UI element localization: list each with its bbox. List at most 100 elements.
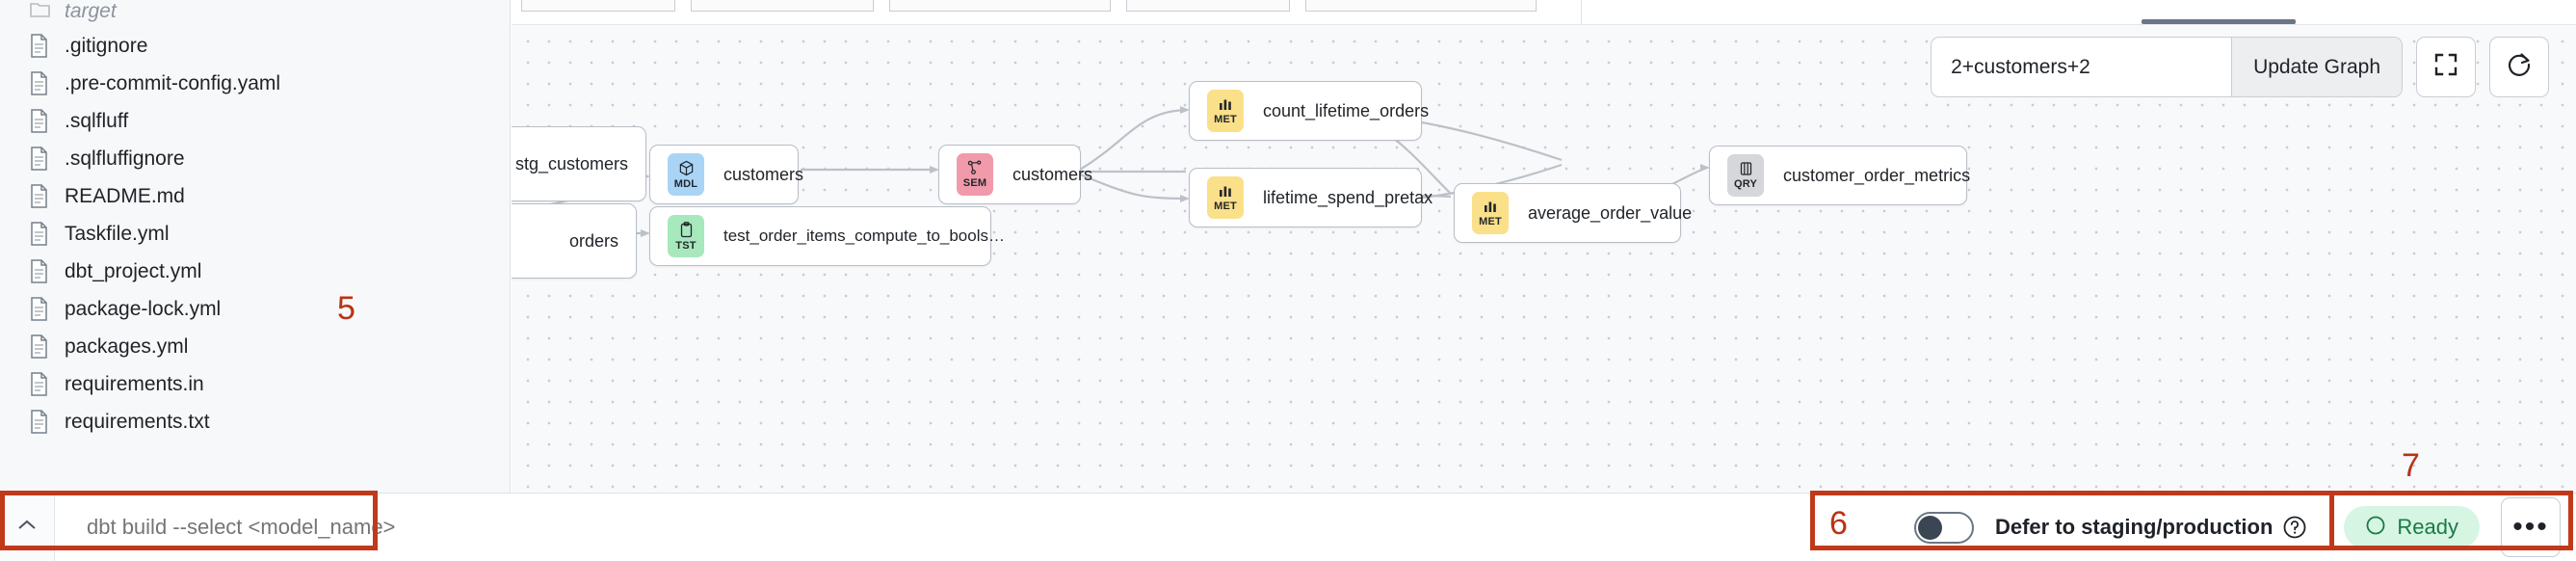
folder-icon <box>29 0 51 25</box>
graph-toolbar[interactable]: Update Graph <box>1931 37 2549 97</box>
node-label: orders <box>568 230 618 251</box>
file-row[interactable]: .gitignore <box>0 27 510 65</box>
badge-code: TST <box>675 239 697 252</box>
fullscreen-button[interactable] <box>2416 37 2476 97</box>
file-row[interactable]: dbt_project.yml <box>0 253 510 290</box>
node-label: customer_order_metrics <box>1783 165 1971 185</box>
command-bar-right: Defer to staging/production Ready ••• <box>1901 497 2576 557</box>
status-circle-icon <box>2365 515 2386 541</box>
query-badge: QRY <box>1727 154 1764 197</box>
file-icon <box>29 258 51 284</box>
metric-badge: MET <box>1207 90 1244 132</box>
graph-node-customers-semantic[interactable]: SEM customers <box>938 145 1092 204</box>
cube-icon <box>678 160 695 178</box>
file-explorer-sidebar[interactable]: target .gitignore .pre-commit-config.yam… <box>0 0 511 493</box>
file-row[interactable]: package-lock.yml <box>0 290 510 328</box>
badge-code: MET <box>1479 216 1502 227</box>
graph-node-count-lifetime-orders[interactable]: MET count_lifetime_orders <box>1189 81 1429 141</box>
file-row[interactable]: README.md <box>0 177 510 215</box>
node-label: count_lifetime_orders <box>1263 100 1430 120</box>
tab-group-divider <box>1581 0 1582 24</box>
active-tab-indicator <box>2142 19 2296 24</box>
file-name: .gitignore <box>65 34 148 57</box>
graph-node-average-order-value[interactable]: MET average_order_value <box>1454 183 1692 243</box>
refresh-button[interactable] <box>2489 37 2549 97</box>
node-label: lifetime_spend_pretax <box>1263 187 1433 207</box>
graph-node-customer-order-metrics[interactable]: QRY customer_order_metrics <box>1709 146 1971 205</box>
update-graph-button[interactable]: Update Graph <box>2232 38 2402 96</box>
model-badge: MDL <box>668 153 704 196</box>
file-name: package-lock.yml <box>65 297 222 320</box>
file-name: requirements.txt <box>65 410 210 433</box>
help-circle-icon[interactable] <box>2282 515 2307 540</box>
file-icon <box>29 146 51 172</box>
metric-badge: MET <box>1207 176 1244 219</box>
editor-tab[interactable] <box>889 0 1111 12</box>
file-name: packages.yml <box>65 334 189 358</box>
status-label: Ready <box>2397 515 2458 539</box>
file-name: .pre-commit-config.yaml <box>65 71 281 94</box>
node-label: stg_customers <box>514 153 628 174</box>
editor-tab[interactable] <box>1126 0 1290 12</box>
collapse-panel-button[interactable] <box>0 493 55 561</box>
graph-selector-combo[interactable]: Update Graph <box>1931 37 2403 97</box>
file-row[interactable]: Taskfile.yml <box>0 215 510 253</box>
chevron-up-icon <box>16 519 38 537</box>
graph-node[interactable]: orders <box>512 203 637 279</box>
editor-tab[interactable] <box>691 0 874 12</box>
fullscreen-icon <box>2433 52 2458 82</box>
query-icon <box>1739 161 1753 178</box>
file-name: .sqlfluffignore <box>65 147 185 170</box>
refresh-icon <box>2506 51 2533 83</box>
chart-icon <box>1218 96 1233 114</box>
file-icon <box>29 33 51 59</box>
file-icon <box>29 334 51 360</box>
node-label: customers <box>723 164 804 184</box>
graph-node-customers-model[interactable]: MDL customers <box>649 145 803 204</box>
file-row[interactable]: .pre-commit-config.yaml <box>0 65 510 102</box>
file-icon <box>29 409 51 435</box>
file-row[interactable]: target <box>0 0 510 27</box>
node-label: test_order_items_compute_to_bools… <box>723 227 1005 245</box>
file-name: requirements.in <box>65 372 204 395</box>
badge-code: MET <box>1214 114 1237 125</box>
file-row[interactable]: .sqlfluffignore <box>0 140 510 177</box>
more-options-button[interactable]: ••• <box>2501 497 2561 557</box>
file-name: README.md <box>65 184 185 207</box>
semantic-badge: SEM <box>957 153 993 196</box>
graph-node[interactable]: stg_customers <box>512 126 646 201</box>
command-input[interactable] <box>55 493 633 561</box>
command-bar: Defer to staging/production Ready ••• <box>0 493 2576 561</box>
defer-toggle[interactable] <box>1913 511 1974 544</box>
chart-icon <box>1483 199 1498 216</box>
badge-code: MET <box>1214 200 1237 212</box>
file-icon <box>29 108 51 134</box>
editor-tab[interactable] <box>1305 0 1537 12</box>
editor-tab[interactable] <box>521 0 675 12</box>
lineage-graph-canvas[interactable]: stg_customers orders MDL customers TST <box>512 25 2576 493</box>
graph-node-test[interactable]: TST test_order_items_compute_to_bools… <box>649 206 1005 266</box>
node-label: average_order_value <box>1528 202 1693 223</box>
graph-node-lifetime-spend-pretax[interactable]: MET lifetime_spend_pretax <box>1189 168 1433 227</box>
ellipsis-icon: ••• <box>2512 511 2549 543</box>
badge-code: MDL <box>673 177 698 190</box>
editor-tab-strip[interactable] <box>512 0 2576 25</box>
combo-divider <box>2231 38 2233 96</box>
file-icon <box>29 371 51 397</box>
file-row[interactable]: .sqlfluff <box>0 102 510 140</box>
graph-selector-input[interactable] <box>1932 38 2232 96</box>
badge-code: SEM <box>962 177 987 189</box>
defer-label: Defer to staging/production <box>1994 515 2274 539</box>
file-row[interactable]: requirements.txt <box>0 403 510 441</box>
node-label: customers <box>1012 164 1093 184</box>
file-name: target <box>65 0 117 22</box>
file-icon <box>29 183 51 209</box>
file-icon <box>29 70 51 96</box>
status-badge[interactable]: Ready <box>2344 506 2480 548</box>
clipboard-icon <box>679 221 694 240</box>
test-badge: TST <box>668 215 704 257</box>
badge-code: QRY <box>1733 178 1758 190</box>
file-name: Taskfile.yml <box>65 222 170 245</box>
file-row[interactable]: packages.yml <box>0 328 510 365</box>
file-row[interactable]: requirements.in <box>0 365 510 403</box>
